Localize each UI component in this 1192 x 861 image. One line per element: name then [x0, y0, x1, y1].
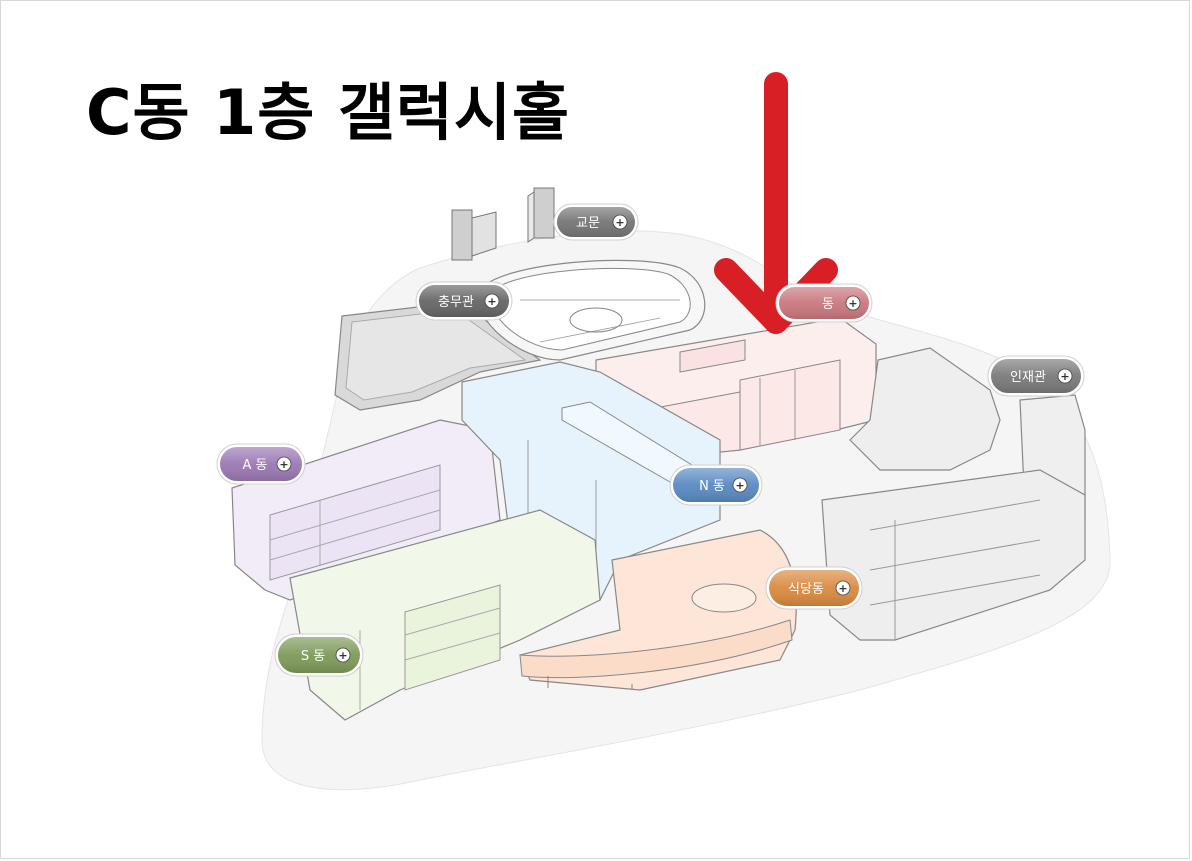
injae-label: 인재관 — [1010, 370, 1046, 385]
plus-circle-icon[interactable]: + — [1057, 368, 1073, 384]
c-dong-label: 동 — [822, 297, 834, 312]
injae-label-pill[interactable]: 인재관 + — [987, 355, 1085, 397]
plus-circle-icon[interactable]: + — [276, 456, 292, 472]
n-dong-label: N 동 — [699, 479, 725, 494]
plus-circle-icon[interactable]: + — [335, 647, 351, 663]
s-dong-label: S 동 — [301, 649, 325, 664]
gate-label: 교문 — [576, 216, 600, 231]
gate-structure — [451, 187, 555, 261]
a-dong-label-pill[interactable]: A 동 + — [216, 443, 306, 485]
s-building — [289, 509, 601, 721]
plus-circle-icon[interactable]: + — [612, 214, 628, 230]
plus-circle-icon[interactable]: + — [835, 580, 851, 596]
gate-label-pill[interactable]: 교문 + — [553, 203, 639, 241]
n-dong-label-pill[interactable]: N 동 + — [669, 464, 763, 506]
svg-text:+: + — [279, 458, 288, 471]
dining-label-pill[interactable]: 식당동 + — [765, 566, 863, 610]
svg-text:+: + — [735, 479, 744, 492]
svg-text:+: + — [615, 216, 624, 229]
chungmu-label-pill[interactable]: 충무관 + — [415, 281, 513, 321]
svg-text:+: + — [838, 582, 847, 595]
plus-circle-icon[interactable]: + — [732, 477, 748, 493]
chungmu-label: 충무관 — [438, 295, 474, 310]
svg-text:+: + — [487, 295, 496, 308]
s-dong-label-pill[interactable]: S 동 + — [274, 633, 364, 677]
plus-circle-icon[interactable]: + — [484, 293, 500, 309]
dining-label: 식당동 — [788, 582, 824, 597]
svg-text:+: + — [848, 297, 857, 310]
svg-text:+: + — [1060, 370, 1069, 383]
page-title: C동 1층 갤럭시홀 — [86, 76, 571, 149]
plus-circle-icon[interactable]: + — [845, 295, 861, 311]
a-dong-label: A 동 — [243, 458, 268, 473]
injae-building — [821, 347, 1086, 641]
sports-field — [478, 259, 706, 361]
c-dong-label-pill[interactable]: 동 + — [775, 283, 873, 323]
svg-text:+: + — [338, 649, 347, 662]
dining-building — [519, 529, 797, 691]
